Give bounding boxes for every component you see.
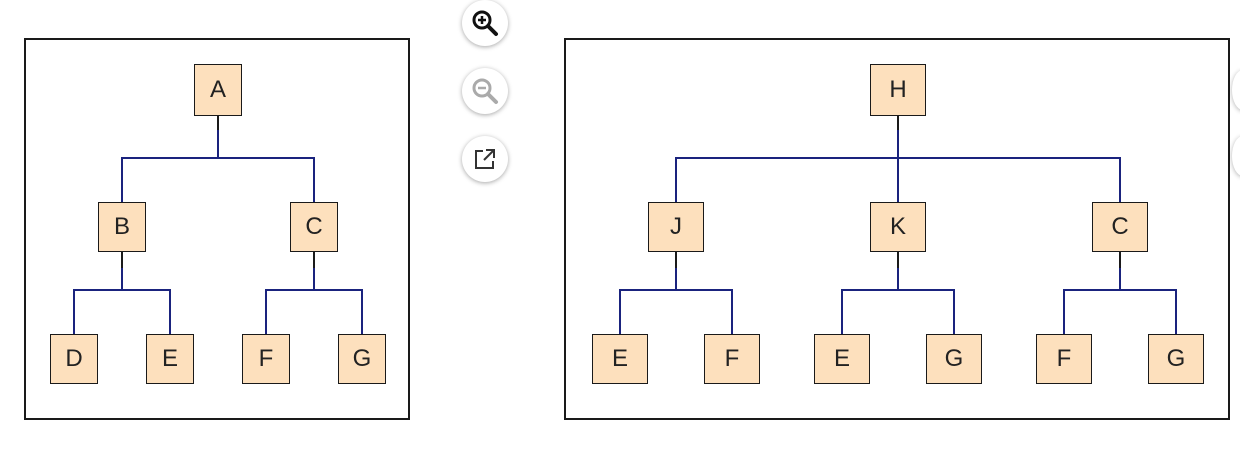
edge-c-fg	[265, 252, 315, 334]
node-a: A	[194, 64, 242, 116]
edge-control-2[interactable]	[1232, 136, 1240, 176]
left-tree-edges	[73, 116, 363, 334]
node-c: C	[290, 202, 338, 252]
node-f-2: F	[1036, 334, 1092, 384]
edge-k-e	[841, 252, 899, 334]
right-tree-panel: H J K C E F E G F G	[564, 38, 1230, 420]
node-j: J	[648, 202, 704, 252]
node-e: E	[146, 334, 194, 384]
edge-h-c	[898, 157, 1121, 202]
node-c-right: C	[1092, 202, 1148, 252]
open-external-button[interactable]	[462, 136, 508, 182]
left-tree-panel: A B C D E F G	[24, 38, 410, 420]
node-h: H	[870, 64, 926, 116]
edge-c-f	[1063, 252, 1121, 334]
edge-control-1[interactable]	[1232, 70, 1240, 110]
node-g: G	[338, 334, 386, 384]
edge-c-g2	[1120, 289, 1177, 334]
edge-c-g	[314, 289, 363, 334]
node-k: K	[870, 202, 926, 252]
open-external-icon	[475, 149, 495, 169]
zoom-in-button[interactable]	[462, 0, 508, 46]
zoom-out-button[interactable]	[462, 68, 508, 114]
edge-a-c	[218, 157, 315, 202]
node-g-1: G	[926, 334, 982, 384]
node-d: D	[50, 334, 98, 384]
edge-b-de	[73, 252, 123, 334]
node-e-1: E	[592, 334, 648, 384]
edge-a-bc	[121, 116, 219, 202]
node-b: B	[98, 202, 146, 252]
edge-k-g	[898, 289, 955, 334]
edge-b-e	[122, 289, 171, 334]
node-f: F	[242, 334, 290, 384]
edge-j-f	[676, 289, 733, 334]
edge-h-j	[675, 116, 899, 202]
edge-j-e	[619, 252, 677, 334]
zoom-out-icon	[472, 78, 498, 104]
zoom-in-icon	[472, 10, 498, 36]
right-tree-edges	[619, 116, 1177, 334]
node-g-2: G	[1148, 334, 1204, 384]
node-e-2: E	[814, 334, 870, 384]
node-f-1: F	[704, 334, 760, 384]
